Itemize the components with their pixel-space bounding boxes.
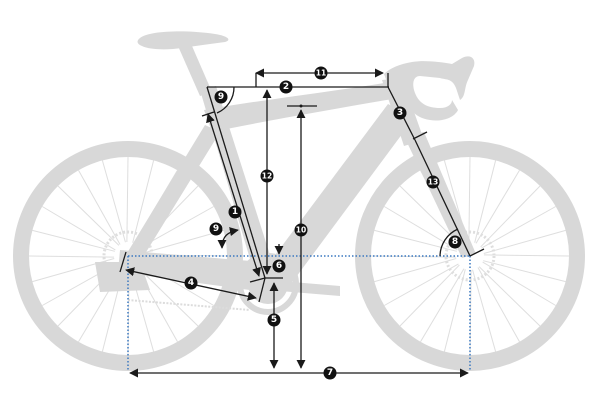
spoke [483, 229, 566, 254]
bb-tick-down [258, 277, 266, 303]
spoke [468, 156, 471, 243]
svg-text:7: 7 [327, 368, 333, 378]
spoke [483, 254, 570, 257]
svg-text:4: 4 [188, 278, 194, 288]
spoke [481, 206, 556, 249]
badge-5[interactable]: 5 [267, 313, 281, 327]
handlebar [384, 56, 475, 121]
down-tube [255, 104, 414, 292]
badge-10[interactable]: 10 [294, 223, 308, 237]
spoke [477, 267, 520, 342]
badge-9-lower[interactable]: 9 [209, 222, 223, 236]
spoke [483, 260, 566, 283]
spoke [42, 206, 116, 251]
spoke [420, 268, 465, 342]
svg-text:5: 5 [271, 315, 277, 325]
spoke [384, 263, 459, 306]
chain [127, 299, 251, 311]
spoke [101, 160, 126, 243]
spoke [478, 266, 541, 327]
badge-7[interactable]: 7 [323, 366, 337, 380]
seat-post [178, 46, 212, 96]
dim-line-seat-tube [206, 113, 261, 277]
badge-3[interactable]: 3 [393, 106, 407, 120]
svg-text:8: 8 [452, 237, 458, 247]
badge-8[interactable]: 8 [448, 235, 462, 249]
spoke [374, 258, 457, 283]
spoke [132, 160, 155, 243]
fork [404, 132, 476, 258]
spoke [57, 185, 120, 246]
seat-stay [124, 125, 220, 262]
spoke [399, 264, 460, 327]
spoke [28, 255, 115, 258]
spoke [482, 261, 556, 306]
spoke [370, 255, 457, 258]
head-tube-tick [412, 131, 428, 140]
svg-text:6: 6 [276, 261, 282, 271]
dim-line-fork [414, 139, 471, 257]
badge-9-top[interactable]: 9 [214, 90, 228, 104]
spoke [399, 185, 462, 246]
svg-text:1: 1 [232, 207, 238, 217]
bike-silhouette [13, 31, 585, 371]
front-wheel-spokes [370, 156, 570, 356]
spoke [374, 229, 457, 252]
spoke [443, 269, 466, 352]
svg-text:2: 2 [283, 82, 289, 92]
spoke [32, 229, 115, 252]
spoke [472, 269, 497, 352]
head-angle-arc [439, 228, 459, 257]
badge-2[interactable]: 2 [279, 80, 293, 94]
spoke [384, 206, 458, 251]
spoke [78, 170, 121, 245]
saddle [137, 31, 229, 50]
badge-12[interactable]: 12 [260, 169, 274, 183]
spoke [475, 170, 520, 244]
badge-11[interactable]: 11 [314, 66, 328, 80]
spoke [126, 156, 129, 243]
svg-text:11: 11 [316, 69, 326, 78]
front-disc-rotor [444, 230, 496, 282]
badge-1[interactable]: 1 [228, 205, 242, 219]
spoke [480, 185, 541, 248]
badge-13[interactable]: 13 [426, 175, 440, 189]
svg-text:9: 9 [218, 92, 224, 102]
measurement-badges: 1 2 3 4 5 6 7 8 9 9 10 11 12 13 [184, 66, 462, 380]
svg-text:10: 10 [296, 226, 306, 235]
rear-axle-tick [119, 251, 127, 273]
fork-tick [469, 248, 485, 257]
standover-point [299, 104, 303, 108]
badge-4[interactable]: 4 [184, 276, 198, 290]
seat-angle-arc [216, 86, 235, 114]
svg-text:12: 12 [262, 172, 272, 181]
seat-angle-curved-arrow [217, 227, 239, 249]
svg-text:9: 9 [213, 224, 219, 234]
spoke [474, 160, 497, 243]
svg-text:13: 13 [428, 178, 438, 187]
badge-6[interactable]: 6 [272, 259, 286, 273]
svg-text:3: 3 [397, 108, 403, 118]
